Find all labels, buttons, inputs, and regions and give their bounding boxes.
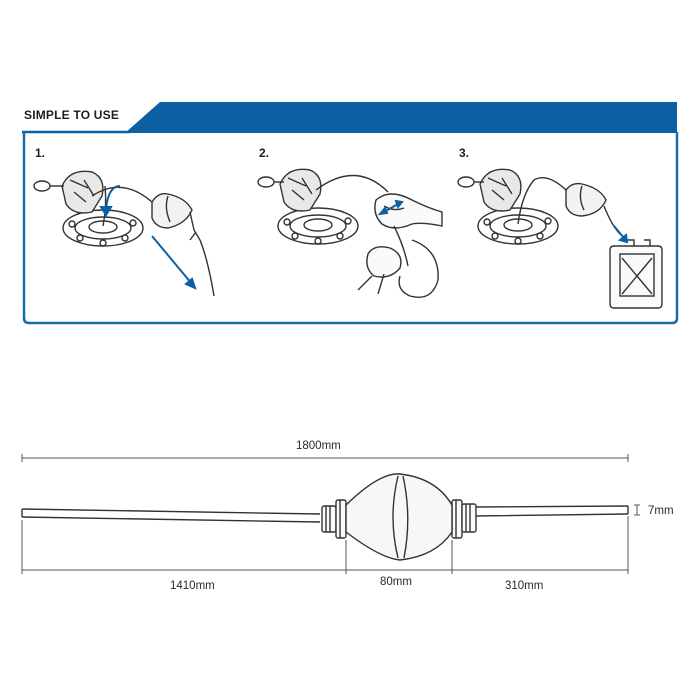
flow-arrows-step1 (99, 185, 197, 290)
left-fitting (321, 505, 337, 533)
step-2-number: 2. (259, 146, 270, 160)
banner (22, 102, 677, 134)
hose-diameter-label: 7mm (648, 505, 674, 517)
pour-arrow (613, 225, 629, 244)
pump-bulb (345, 473, 453, 561)
filling-jerrycan-icon (457, 168, 663, 309)
total-length-dimension (21, 454, 629, 462)
priming-fuel-pump-icon (33, 170, 215, 297)
right-fitting (451, 499, 463, 539)
total-length-label: 1800mm (296, 440, 341, 452)
left-hose-length-label: 1410mm (170, 580, 215, 592)
squeeze-arrow (377, 199, 404, 216)
squeezing-bulb-icon (257, 168, 443, 298)
right-hose (473, 505, 629, 517)
step-1-number: 1. (35, 146, 46, 160)
section-title: SIMPLE TO USE (24, 108, 120, 122)
banner-tab (125, 102, 677, 133)
step-3-number: 3. (459, 146, 470, 160)
siphon-hose-assembly (21, 473, 629, 561)
instruction-panel (22, 132, 679, 325)
left-hose (21, 508, 321, 523)
right-hose-length-label: 310mm (505, 580, 544, 592)
bulb-length-label: 80mm (380, 576, 412, 588)
segment-dimensions (21, 504, 640, 574)
